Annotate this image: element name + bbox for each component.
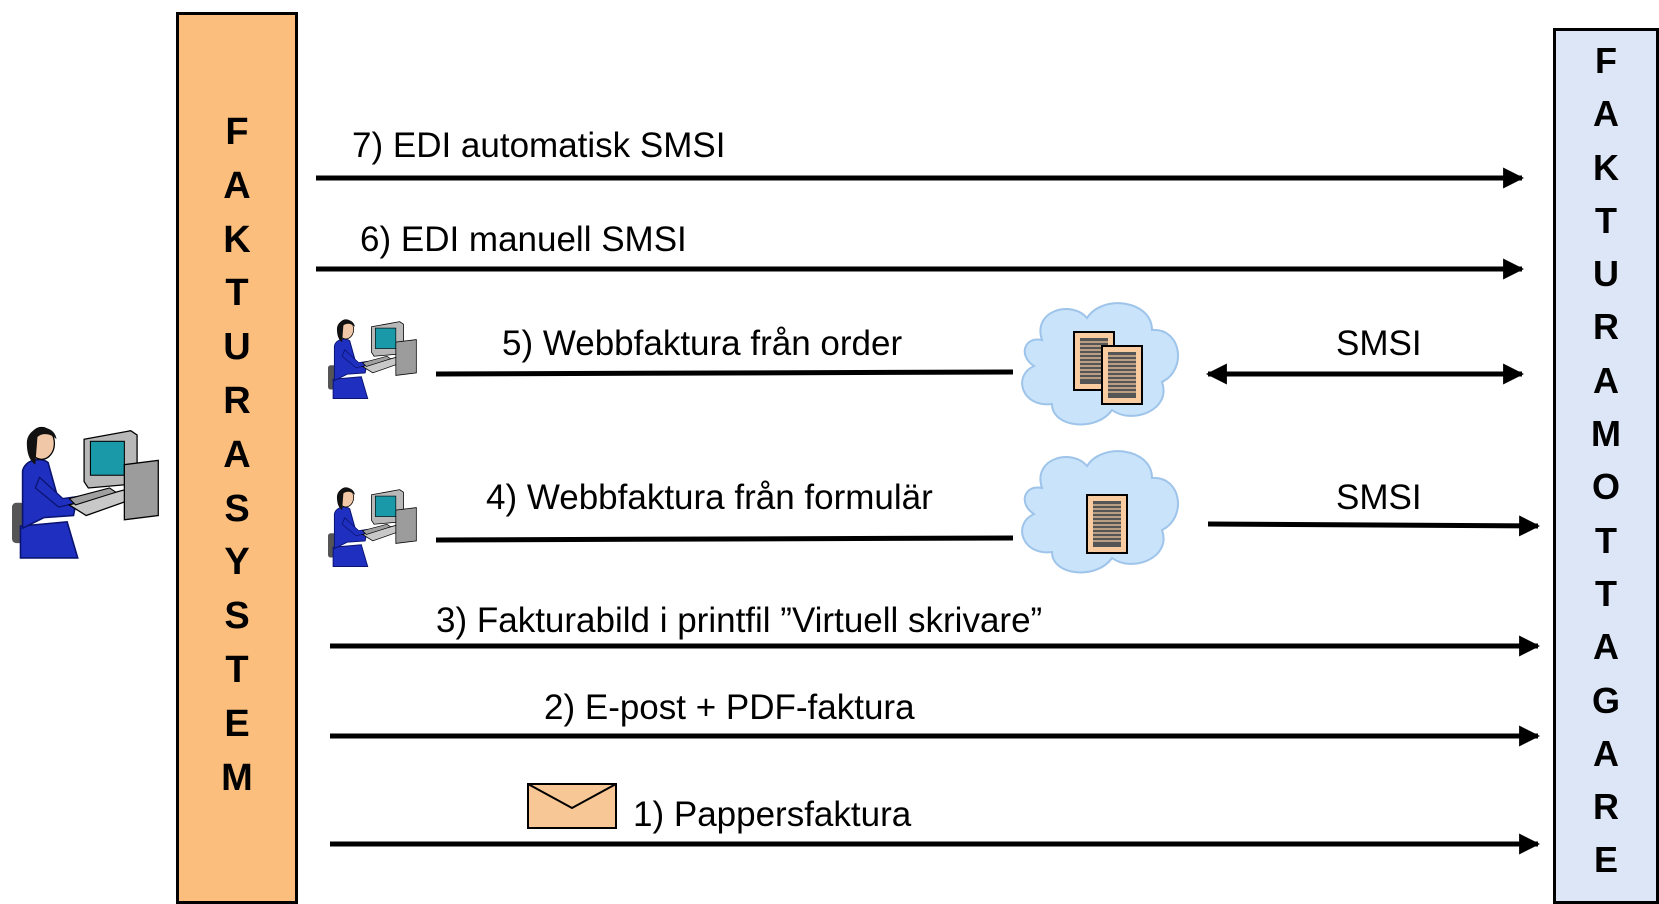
flow-label-4: 4) Webbfaktura från formulär bbox=[486, 478, 933, 517]
letter: T bbox=[1595, 572, 1617, 614]
letter: Y bbox=[224, 541, 250, 584]
letter: A bbox=[1593, 732, 1619, 774]
fakturasystem-box bbox=[176, 12, 298, 904]
fakturamottagare-box bbox=[1553, 28, 1659, 904]
fakturamottagare-label: F A K T U R A M O T T A G A R E bbox=[1553, 34, 1659, 887]
letter: R bbox=[223, 379, 251, 422]
letter: M bbox=[1591, 413, 1621, 455]
line-4 bbox=[435, 535, 1014, 543]
arrow-4 bbox=[1207, 515, 1541, 537]
fakturasystem-label: F A K T U R A S Y S T E M bbox=[176, 106, 298, 805]
letter: O bbox=[1591, 466, 1620, 508]
letter: U bbox=[1593, 253, 1619, 295]
letter: A bbox=[223, 164, 251, 207]
flow-label-6: 6) EDI manuell SMSI bbox=[360, 220, 687, 259]
letter: S bbox=[224, 487, 250, 530]
letter: T bbox=[1595, 199, 1617, 241]
letter: R bbox=[1593, 306, 1619, 348]
letter: U bbox=[223, 326, 251, 369]
letter: F bbox=[225, 111, 249, 153]
flow-label-7: 7) EDI automatisk SMSI bbox=[352, 126, 726, 165]
flow-label-5: 5) Webbfaktura från order bbox=[502, 324, 903, 363]
user-at-computer-icon bbox=[11, 426, 160, 559]
user-at-computer-icon bbox=[327, 487, 417, 567]
letter: E bbox=[1593, 839, 1618, 881]
user-at-computer-icon bbox=[327, 319, 417, 399]
letter: K bbox=[1593, 146, 1619, 188]
letter: M bbox=[221, 756, 253, 799]
letter: A bbox=[1593, 359, 1619, 401]
line-5 bbox=[435, 369, 1014, 377]
document-icon bbox=[1101, 345, 1143, 405]
flow-label-3: 3) Fakturabild i printfil ”Virtuell skri… bbox=[436, 601, 1043, 640]
letter: A bbox=[1593, 93, 1619, 135]
letter: R bbox=[1593, 786, 1619, 828]
flow-label-1: 1) Pappersfaktura bbox=[633, 795, 912, 834]
letter: A bbox=[223, 433, 251, 476]
letter: T bbox=[225, 648, 249, 691]
letter: T bbox=[1595, 519, 1617, 561]
letter: A bbox=[1593, 626, 1619, 668]
flow-label-5-smsi: SMSI bbox=[1336, 324, 1422, 363]
envelope-icon bbox=[527, 783, 617, 829]
letter: E bbox=[224, 702, 250, 745]
flow-label-2: 2) E-post + PDF-faktura bbox=[544, 688, 915, 727]
letter: K bbox=[223, 218, 251, 261]
flow-label-4-smsi: SMSI bbox=[1336, 478, 1422, 517]
letter: F bbox=[1595, 40, 1617, 81]
letter: T bbox=[225, 272, 249, 315]
letter: S bbox=[224, 595, 250, 638]
document-icon bbox=[1086, 494, 1128, 554]
letter: G bbox=[1591, 679, 1620, 721]
